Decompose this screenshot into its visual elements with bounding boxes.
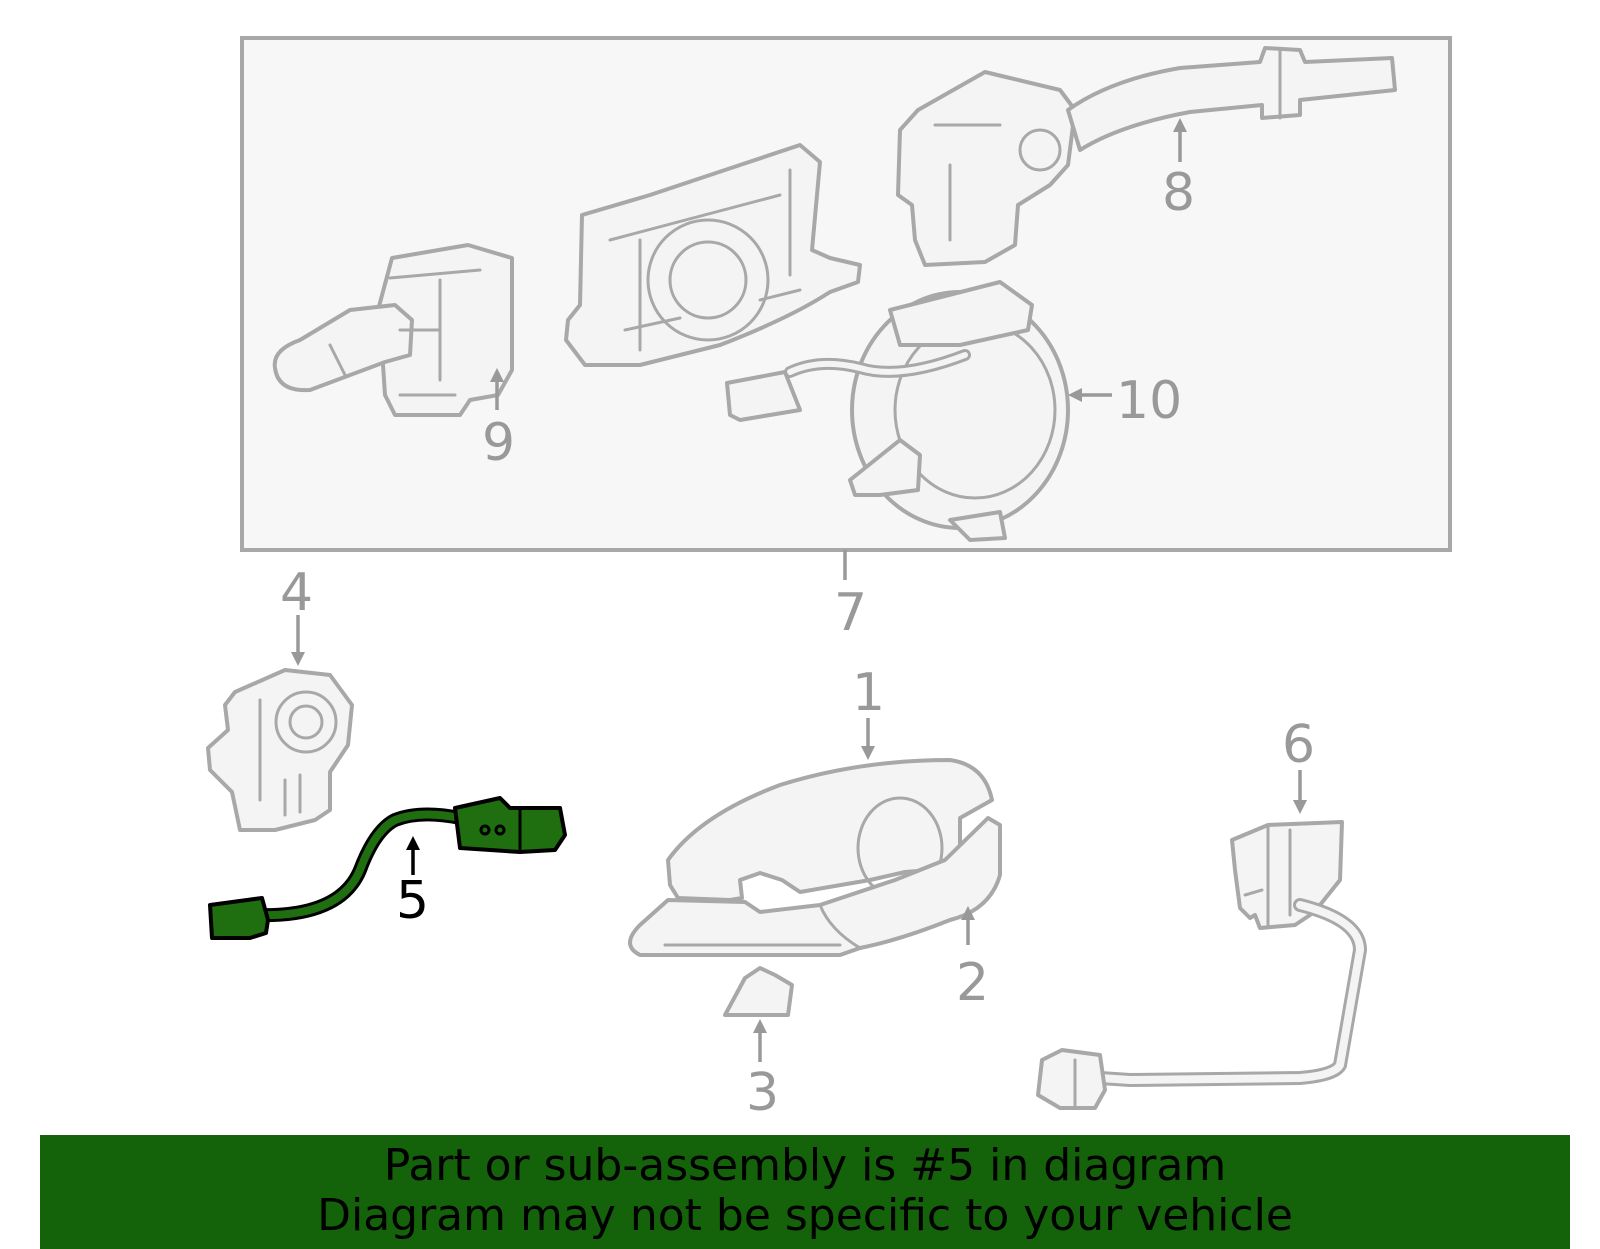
part-2-lower-column-cover[interactable]: [628, 816, 1002, 957]
combination-switch-body[interactable]: [564, 143, 862, 367]
banner-line-1: Part or sub-assembly is #5 in diagram: [383, 1140, 1227, 1191]
part-9-turn-signal-switch[interactable]: [272, 243, 514, 417]
callout-7: 7: [834, 583, 867, 643]
callout-1: 1: [852, 663, 885, 723]
callout-3: 3: [746, 1063, 779, 1123]
info-banner: Part or sub-assembly is #5 in diagram Di…: [40, 1135, 1570, 1249]
part-8-wiper-switch[interactable]: [896, 46, 1397, 267]
leader-lines: [291, 118, 1307, 1062]
callout-4: 4: [280, 563, 313, 623]
callout-10: 10: [1116, 371, 1182, 431]
callout-8: 8: [1162, 163, 1195, 223]
part-10-clock-spring[interactable]: [725, 280, 1070, 542]
part-4-ignition-switch[interactable]: [206, 668, 354, 832]
part-6-connector-cable[interactable]: [1036, 820, 1368, 1110]
part-5-wire-harness[interactable]: [208, 796, 567, 940]
callout-9: 9: [482, 413, 515, 473]
part-3-clip[interactable]: [723, 966, 794, 1017]
callout-5: 5: [396, 871, 429, 931]
callout-2: 2: [956, 953, 989, 1013]
banner-line-2: Diagram may not be specific to your vehi…: [317, 1190, 1293, 1241]
callout-6: 6: [1282, 715, 1315, 775]
